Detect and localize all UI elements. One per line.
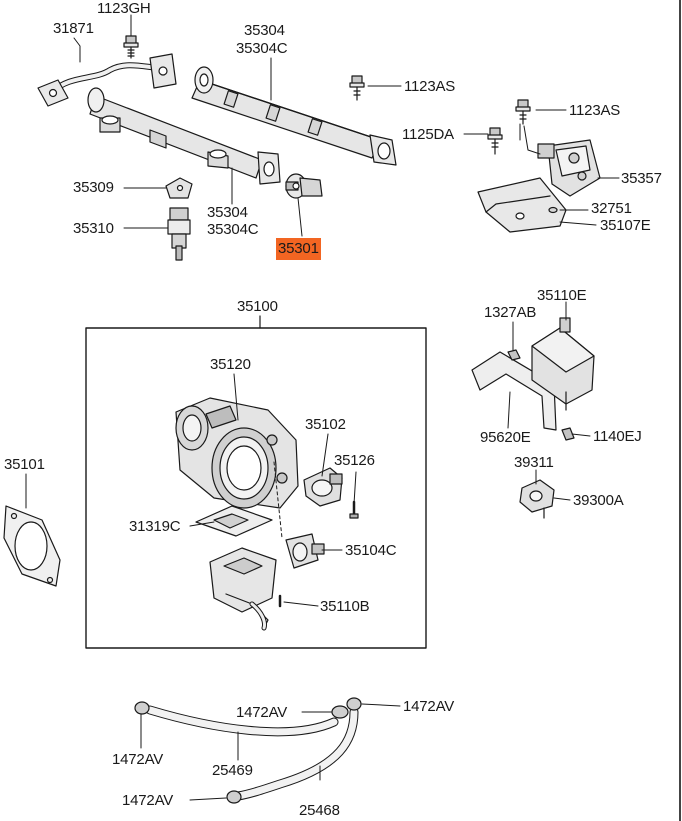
label-35310: 35310 bbox=[73, 220, 114, 237]
idle-actuator-35110b bbox=[209, 547, 282, 631]
fuel-rail-upper bbox=[191, 66, 397, 166]
label-35102: 35102 bbox=[305, 416, 346, 433]
label-1140ej: 1140EJ bbox=[593, 428, 642, 445]
label-1123as-a: 1123AS bbox=[404, 78, 456, 95]
label-1327ab: 1327AB bbox=[484, 304, 537, 321]
label-1123gh: 1123GH bbox=[97, 0, 151, 17]
bolt-1123as-b bbox=[515, 99, 531, 125]
label-95620e: 95620E bbox=[480, 429, 531, 446]
label-31871: 31871 bbox=[53, 20, 94, 37]
label-35110e: 35110E bbox=[537, 287, 587, 304]
label-25468: 25468 bbox=[299, 802, 340, 819]
label-35110b: 35110B bbox=[320, 598, 370, 615]
label-25469: 25469 bbox=[212, 762, 253, 779]
label-31319c: 31319C bbox=[129, 518, 181, 535]
label-39311: 39311 bbox=[514, 454, 554, 471]
throttle-body-frame bbox=[85, 315, 427, 649]
injector-35310 bbox=[167, 207, 191, 261]
label-35304c-top: 35304C bbox=[236, 40, 288, 57]
hose-clamps-1472av bbox=[134, 697, 362, 804]
gasket-35101 bbox=[3, 473, 61, 587]
label-35309: 35309 bbox=[73, 179, 114, 196]
leaders-hoses bbox=[140, 703, 401, 801]
label-35357: 35357 bbox=[621, 170, 662, 187]
label-35301-highlighted: 35301 bbox=[276, 238, 321, 260]
label-35101: 35101 bbox=[4, 456, 45, 473]
nut-1327ab bbox=[507, 349, 521, 361]
leaders-right bbox=[507, 301, 591, 501]
label-32751: 32751 bbox=[591, 200, 632, 217]
washer-32751 bbox=[548, 206, 558, 214]
purge-valve-35357 bbox=[537, 139, 601, 197]
throttle-body-35120 bbox=[175, 397, 299, 509]
clip-35309 bbox=[165, 177, 193, 199]
label-35304-mid: 35304 bbox=[207, 204, 248, 221]
fuel-pressure-sensor-35301 bbox=[285, 173, 323, 199]
iac-valve-35104c bbox=[285, 533, 325, 569]
label-1472av-d: 1472AV bbox=[122, 792, 174, 809]
label-1123as-b: 1123AS bbox=[569, 102, 621, 119]
fuel-rail-lower bbox=[87, 87, 281, 185]
label-35120: 35120 bbox=[210, 356, 251, 373]
bolt-1125da bbox=[487, 127, 503, 155]
label-35126: 35126 bbox=[334, 452, 375, 469]
leaders-throttle bbox=[189, 373, 357, 607]
bolt-1123gh bbox=[123, 35, 139, 59]
sensor-39300a bbox=[519, 479, 555, 519]
label-1125da: 1125DA bbox=[402, 126, 454, 143]
hose-25469 bbox=[145, 705, 339, 737]
label-35104c: 35104C bbox=[345, 542, 397, 559]
bolt-1140ej bbox=[561, 427, 575, 441]
bracket-95620e bbox=[471, 351, 557, 431]
label-35304-top: 35304 bbox=[244, 22, 285, 39]
label-35304c-mid: 35304C bbox=[207, 221, 259, 238]
bracket-35107e bbox=[477, 177, 567, 233]
label-1472av-c: 1472AV bbox=[112, 751, 164, 768]
control-module-35110e bbox=[531, 317, 595, 411]
label-39300a: 39300A bbox=[573, 492, 624, 509]
hose-25468 bbox=[233, 707, 359, 801]
throttle-position-sensor-35102 bbox=[303, 467, 343, 507]
label-35107e: 35107E bbox=[600, 217, 651, 234]
leaders-top bbox=[73, 14, 620, 237]
label-1472av-a: 1472AV bbox=[236, 704, 288, 721]
label-1472av-b: 1472AV bbox=[403, 698, 455, 715]
label-35100: 35100 bbox=[237, 298, 278, 315]
bolt-1123as-a bbox=[349, 75, 365, 101]
right-border-line bbox=[679, 0, 681, 821]
fuel-return-tube-31871 bbox=[37, 53, 177, 107]
gasket-31319c bbox=[195, 505, 273, 537]
